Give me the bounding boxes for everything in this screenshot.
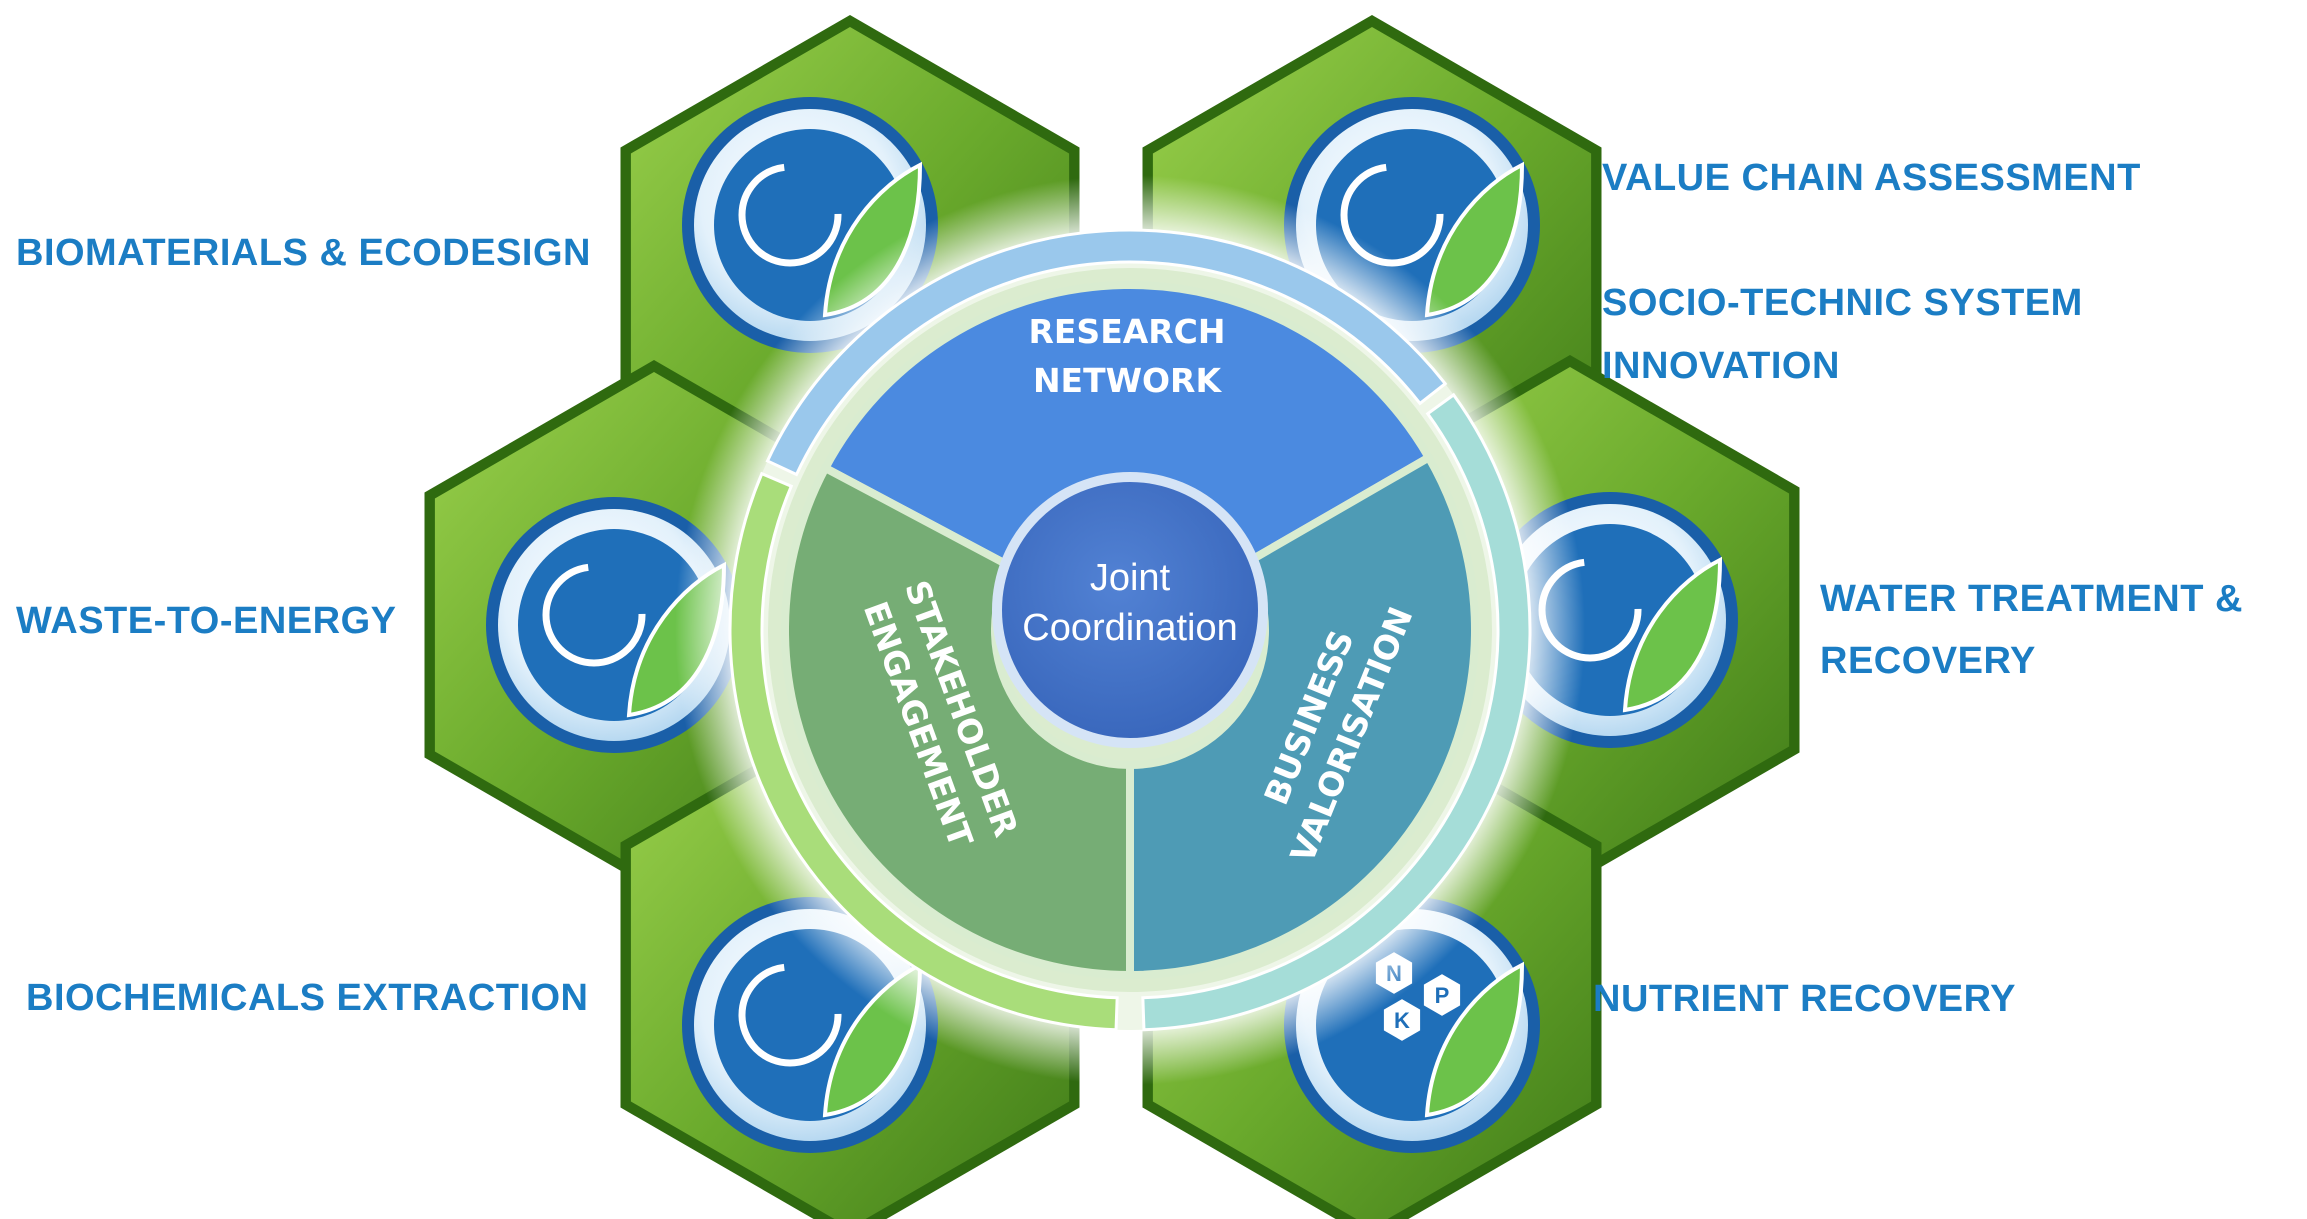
segment-stakeholder-engagement[interactable] [781,462,1134,980]
label-water-line1: WATER TREATMENT & [1820,578,2243,620]
nutrient-letter: P [1435,983,1450,1008]
label-value-chain: VALUE CHAIN ASSESSMENT [1602,157,2141,199]
nutrient-letter: K [1394,1008,1410,1033]
label-nutrient: NUTRIENT RECOVERY [1593,978,2016,1020]
wheel-segments [781,281,1479,980]
center-circle [1002,482,1258,738]
label-biomaterials: BIOMATERIALS & ECODESIGN [16,232,591,274]
research-label-line1: RESEARCH [1028,312,1225,351]
recycle-leaf-plug-icon [486,497,742,753]
label-water-line2: RECOVERY [1820,640,2036,682]
research-label-line2: NETWORK [1033,361,1223,400]
segment-business-valorisation[interactable] [1126,452,1479,980]
ring-arc-left [728,471,1119,1032]
ring-arc-top [765,228,1448,477]
center-label-line2: Coordination [1022,607,1237,649]
label-socio-technic-line2: INNOVATION [1602,345,1840,387]
ring-arc-right [1141,392,1532,1032]
label-waste-to-energy: WASTE-TO-ENERGY [16,600,397,642]
label-biochemicals: BIOCHEMICALS EXTRACTION [26,977,589,1019]
label-socio-technic-line1: SOCIO-TECHNIC SYSTEM [1602,282,2083,324]
center-label-line1: Joint [1090,557,1171,599]
